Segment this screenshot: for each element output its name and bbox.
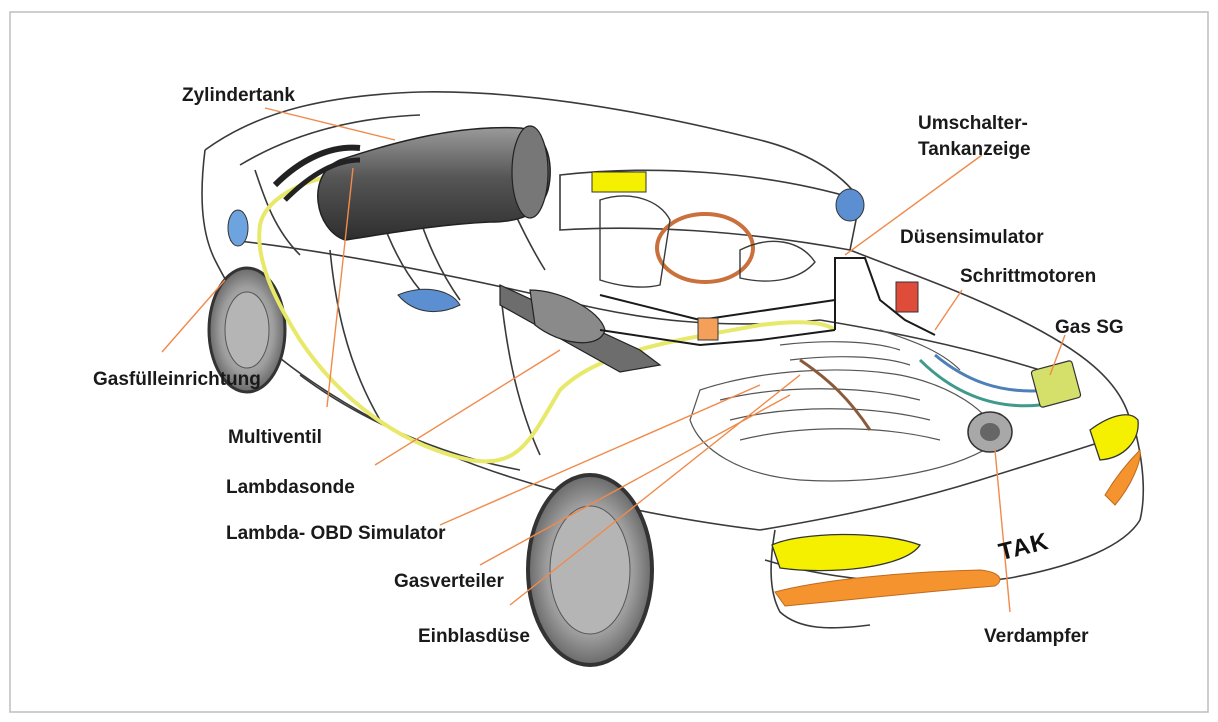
- lambda-simulator-box: [698, 318, 718, 340]
- label-lambdasonde: Lambdasonde: [226, 478, 355, 499]
- label-lambda-obd-simulator: Lambda- OBD Simulator: [226, 524, 446, 545]
- label-gas-sg: Gas SG: [1055, 318, 1124, 339]
- label-umschalter: Umschalter-: [918, 114, 1028, 135]
- label-schrittmotoren: Schrittmotoren: [960, 267, 1096, 288]
- mirror-left: [398, 289, 460, 311]
- engine: [690, 330, 1000, 481]
- switch-display: [592, 172, 646, 192]
- nozzle-simulator-box: [896, 282, 918, 312]
- gas-ecu: [1031, 360, 1081, 408]
- mirror-right: [836, 189, 864, 221]
- label-multiventil: Multiventil: [228, 428, 322, 449]
- label-einblasduese: Einblasdüse: [418, 627, 530, 648]
- seats: [600, 196, 815, 287]
- headlight-left: [772, 534, 920, 570]
- steering-wheel: [657, 214, 753, 282]
- label-verdampfer: Verdampfer: [984, 627, 1089, 648]
- label-zylindertank: Zylindertank: [182, 86, 295, 107]
- vaporizer: [968, 412, 1012, 452]
- label-gasfuelleinrichtung: Gasfülleinrichtung: [93, 370, 261, 391]
- wiring: [835, 258, 935, 335]
- label-gasverteiler: Gasverteiler: [394, 572, 504, 593]
- exhaust-pipe: [500, 285, 660, 372]
- headlight-right: [1090, 415, 1138, 460]
- rear-light: [228, 210, 248, 246]
- label-duesensimulator: Düsensimulator: [900, 228, 1044, 249]
- label-tankanzeige: Tankanzeige: [918, 140, 1031, 161]
- front-wheel: [528, 475, 652, 665]
- cylinder-tank: [275, 126, 550, 240]
- indicator-front: [775, 570, 1000, 606]
